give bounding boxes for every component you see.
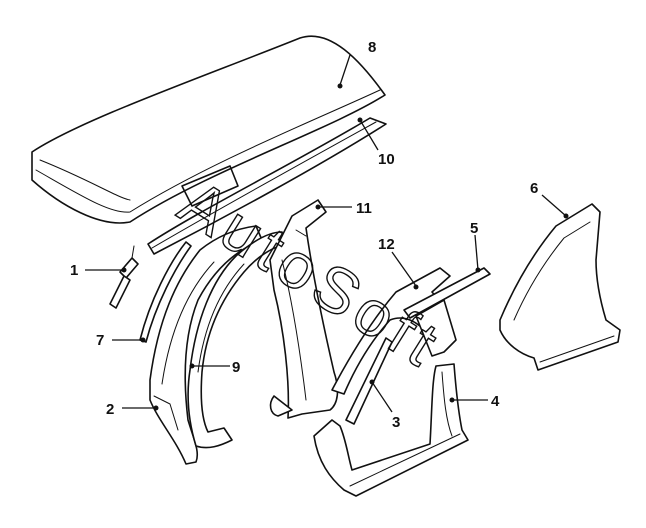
callout-labels: 8 10 11 12 5 6 1 7 9 2 3 4 [70,39,538,431]
callout-leaders [85,54,569,413]
roof-panel [31,35,386,224]
bolt-part [109,245,139,309]
rear-pillar-sill [313,363,469,497]
roof-side-rail [147,117,387,255]
centre-pillar [269,199,339,419]
callout-7: 7 [96,332,104,349]
seal-strip [139,241,192,343]
callout-10: 10 [378,151,395,168]
callout-8: 8 [368,39,376,56]
callout-6: 6 [530,180,538,197]
upper-trim-strip [403,267,491,319]
callout-5: 5 [470,220,478,237]
callout-3: 3 [392,414,400,431]
front-pillar [149,225,263,465]
callout-2: 2 [106,401,114,418]
rocker-strip [345,337,393,425]
callout-9: 9 [232,359,240,376]
callout-1: 1 [70,262,78,279]
callout-11: 11 [356,200,372,217]
door-frame-reinforcement [187,231,287,449]
rear-quarter-pillar [499,203,621,371]
callout-4: 4 [491,393,500,410]
callout-12: 12 [378,236,395,253]
